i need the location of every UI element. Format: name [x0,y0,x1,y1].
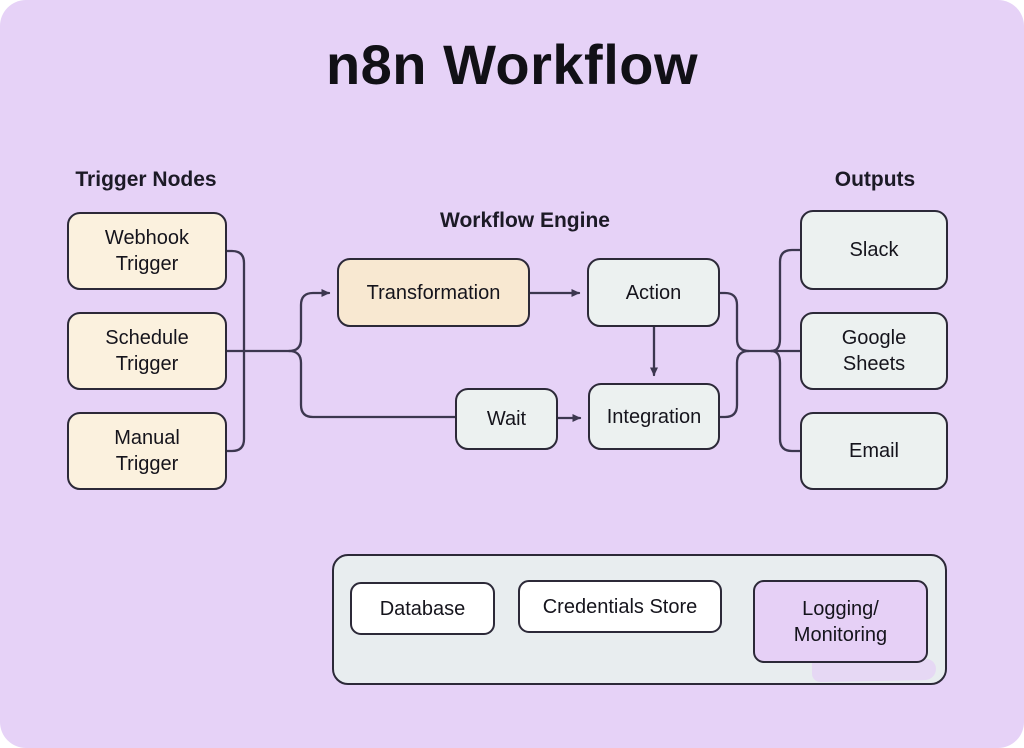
node-action: Action [587,258,720,327]
node-webhook-trigger: Webhook Trigger [67,212,227,290]
node-transformation: Transformation [337,258,530,327]
node-google-sheets: Google Sheets [800,312,948,390]
edge-merge-slack [769,248,802,353]
node-logging-monitoring: Logging/ Monitoring [753,580,928,663]
node-integration: Integration [588,383,720,450]
node-manual-trigger: Manual Trigger [67,412,227,490]
node-wait: Wait [455,388,558,450]
edge-merge-wait [287,349,457,419]
node-schedule-trigger: Schedule Trigger [67,312,227,390]
edge-action-merge-right [718,291,773,353]
section-label-trigger-nodes: Trigger Nodes [75,168,217,191]
node-database: Database [350,582,495,635]
section-label-workflow-engine: Workflow Engine [440,209,610,232]
edge-merge-transformation [287,289,331,353]
node-credentials-store: Credentials Store [518,580,722,633]
edge-webhook-manual-merge [225,249,246,453]
node-email: Email [800,412,948,490]
page-title: n8n Workflow [325,33,699,96]
section-label-outputs: Outputs [834,168,916,191]
edge-integration-merge-right [718,349,751,419]
node-slack: Slack [800,210,948,290]
edge-merge-email [769,349,802,453]
